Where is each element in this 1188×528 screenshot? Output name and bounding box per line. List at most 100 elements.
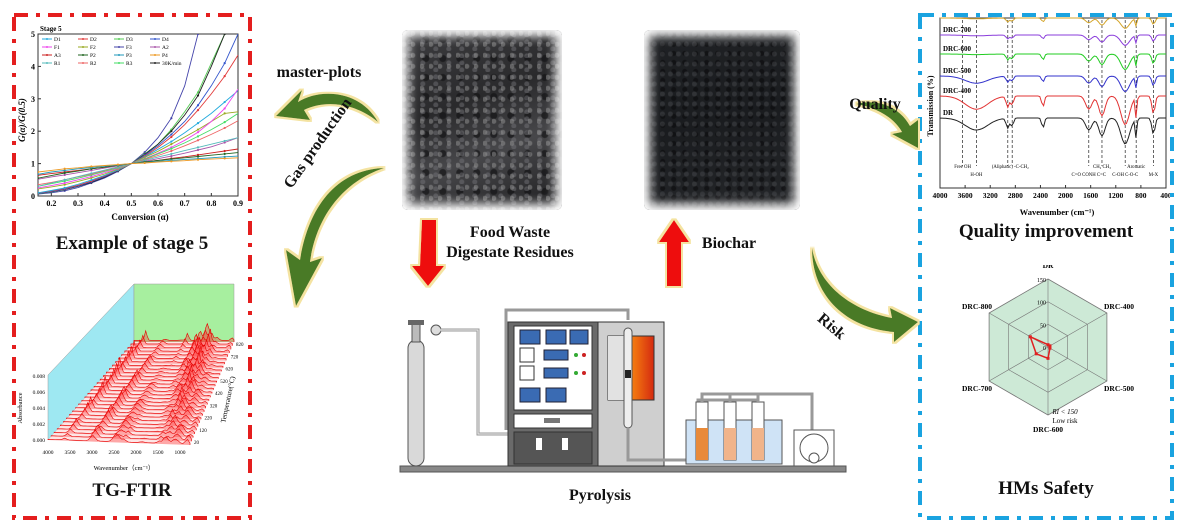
series-point (170, 140, 173, 143)
radar-r-tick-label: 100 (1037, 301, 1046, 307)
tg-ftir-spectrum-ridge (72, 401, 203, 416)
band-annotation: Free OH (954, 165, 971, 170)
y-tick-label: 5 (31, 30, 35, 39)
band-annotation: C-OH C-O-C (1112, 173, 1138, 178)
tg-ftir-spectrum-ridge (118, 343, 227, 361)
right-top-caption: Quality improvement (958, 221, 1134, 242)
biochar-up-arrow (659, 220, 689, 286)
ftir-series-label: DRC-800 (943, 16, 971, 17)
series-point (170, 152, 173, 155)
ftir-series-label: DRC-500 (943, 67, 971, 75)
radar-point (1028, 335, 1032, 339)
series-point (196, 109, 200, 112)
ftir-series-drc-700 (940, 34, 1166, 46)
legend-label: D4 (162, 37, 169, 43)
series-point (90, 179, 93, 182)
radar-axis-label: DRC-800 (962, 302, 992, 311)
master-plots-label: master-plots (276, 64, 362, 81)
legend-label: P3 (126, 53, 132, 59)
band-annotation: M-X (1149, 173, 1159, 178)
tg-ftir-ylabel: Absorbance (17, 392, 24, 423)
legend-label: D1 (54, 37, 61, 43)
tg-x-tick-label: 4000 (43, 450, 54, 456)
legend-label: F1 (54, 45, 60, 51)
series-point (90, 169, 93, 172)
ftir-series-drc-400 (940, 95, 1166, 125)
tg-z-tick-label: 520 (220, 380, 228, 385)
band-annotation: C=O CONH C=C (1072, 173, 1106, 178)
radar-axis (1047, 346, 1108, 382)
series-point (38, 173, 40, 176)
series-point (63, 186, 66, 189)
quality-arrow (856, 102, 918, 148)
series-point (38, 185, 40, 188)
series-point (38, 186, 40, 189)
series-point (38, 170, 40, 174)
tg-ftir-spectrum-ridge (106, 357, 221, 376)
series-point (196, 94, 200, 97)
y-tick-label: 4 (31, 62, 35, 71)
series-point (90, 172, 93, 175)
series-point (196, 158, 200, 161)
right-bottom-caption: HMs Safety (998, 478, 1094, 499)
tg-x-tick-label: 3500 (65, 450, 76, 456)
ftir-xlabel: Wavenumber (cm⁻¹) (1020, 207, 1095, 217)
radar-r-tick-label: 50 (1040, 323, 1046, 329)
tg-ftir-back-wall (133, 283, 235, 343)
feedstock-label: Food Waste Digestate Residues (440, 223, 580, 263)
series-point (223, 34, 226, 36)
series-point (63, 171, 66, 175)
x-tick-label: 0.3 (73, 199, 83, 208)
x-tick-label: 0.5 (126, 199, 136, 208)
apparatus-base (399, 465, 847, 473)
feedstock-label-line1: Food Waste (469, 224, 551, 241)
series-point (170, 143, 173, 146)
series-point (196, 139, 200, 142)
legend-label: P4 (162, 53, 168, 59)
ftir-x-tick-label: 1200 (1108, 191, 1123, 200)
tg-ftir-spectrum-ridge (56, 423, 195, 434)
series-point (196, 91, 200, 94)
flow-arrows (276, 90, 918, 342)
series-point (170, 133, 173, 136)
risk-arrow (812, 248, 918, 342)
radar-r-tick-label: 150 (1037, 278, 1046, 284)
series-point (63, 173, 66, 177)
master-plot-frame (37, 33, 239, 197)
tg-ftir-spectrum-ridge (115, 345, 225, 365)
gas-line (440, 328, 508, 436)
radar-axis-label: DR (1043, 265, 1054, 270)
biochar-label: Biochar (701, 235, 757, 252)
tg-y-tick-label: 0.000 (33, 438, 46, 444)
gas-cylinder (407, 320, 442, 467)
tg-x-tick-label: 2500 (109, 450, 120, 456)
series-point (63, 181, 66, 185)
control-cabinet (507, 321, 599, 467)
series-line-P4 (38, 157, 238, 173)
series-point (223, 75, 226, 78)
legend-label: F2 (90, 45, 96, 51)
radar-axis (988, 346, 1049, 382)
series-point (90, 165, 93, 168)
x-tick-label: 0.2 (46, 199, 56, 208)
ftir-x-tick-label: 1600 (1083, 191, 1098, 200)
ftir-series-dr (940, 117, 1166, 145)
band-annotation: Aromatic (1127, 165, 1145, 170)
legend-label: P2 (90, 53, 96, 59)
series-point (196, 122, 200, 125)
y-tick-label: 0 (31, 192, 35, 201)
radar-point (1046, 356, 1050, 360)
right-panel-border (918, 13, 1174, 520)
series-point (223, 155, 226, 158)
tg-ftir-spectrum-ridge (50, 429, 192, 442)
ftir-series-label: DRC-700 (943, 26, 971, 34)
y-tick-label: 2 (31, 127, 35, 136)
series-point (223, 149, 226, 153)
series-line-D1 (38, 90, 238, 194)
y-tick-label: 1 (31, 160, 35, 169)
left-top-caption: Example of stage 5 (55, 233, 209, 254)
radar-point (1034, 352, 1038, 356)
legend-label: R3 (126, 61, 133, 67)
